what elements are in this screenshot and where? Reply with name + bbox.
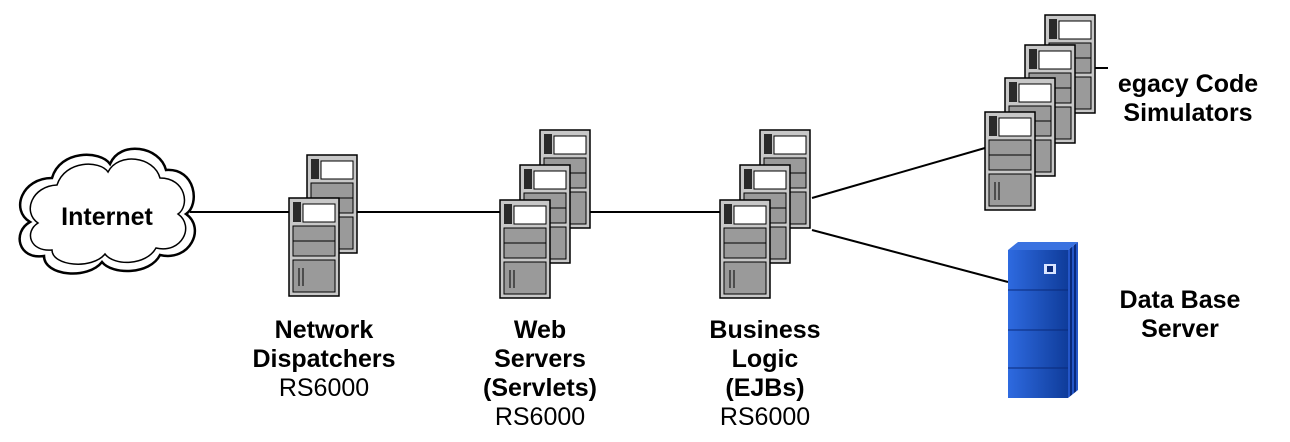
web-servers-line2: Servers: [494, 345, 586, 373]
business-logic-platform: RS6000: [719, 403, 811, 431]
legacy-line1: egacy Code: [1117, 70, 1259, 98]
legacy-line2: Simulators: [1123, 99, 1253, 127]
legacy-simulator-servers: [984, 14, 1096, 211]
network-dispatcher-servers: [288, 154, 358, 297]
internet-label: Internet: [61, 203, 153, 231]
mainframe-icon: [1008, 242, 1078, 398]
database-server-label: Data Base Server: [1100, 286, 1260, 344]
network-dispatchers-label: Network Dispatchers RS6000: [234, 316, 414, 403]
web-servers: [499, 129, 591, 299]
network-dispatchers-line2: Dispatchers: [252, 345, 396, 373]
cloud-icon: [18, 147, 197, 275]
web-servers-line3: (Servlets): [483, 374, 597, 402]
business-logic-line3: (EJBs): [725, 374, 805, 402]
business-logic-servers: [719, 129, 811, 299]
business-logic-label: Business Logic (EJBs) RS6000: [690, 316, 840, 432]
network-dispatchers-platform: RS6000: [278, 374, 370, 402]
database-line2: Server: [1141, 315, 1219, 343]
link-business-legacy: [811, 147, 986, 199]
database-line1: Data Base: [1119, 286, 1241, 314]
network-dispatchers-line1: Network: [274, 316, 374, 344]
web-servers-platform: RS6000: [494, 403, 586, 431]
web-servers-label: Web Servers (Servlets) RS6000: [465, 316, 615, 432]
link-business-database: [811, 229, 1009, 283]
business-logic-line2: Logic: [731, 345, 799, 373]
web-servers-line1: Web: [513, 316, 567, 344]
business-logic-line1: Business: [709, 316, 821, 344]
legacy-simulators-label: egacy Code Simulators: [1098, 70, 1278, 128]
